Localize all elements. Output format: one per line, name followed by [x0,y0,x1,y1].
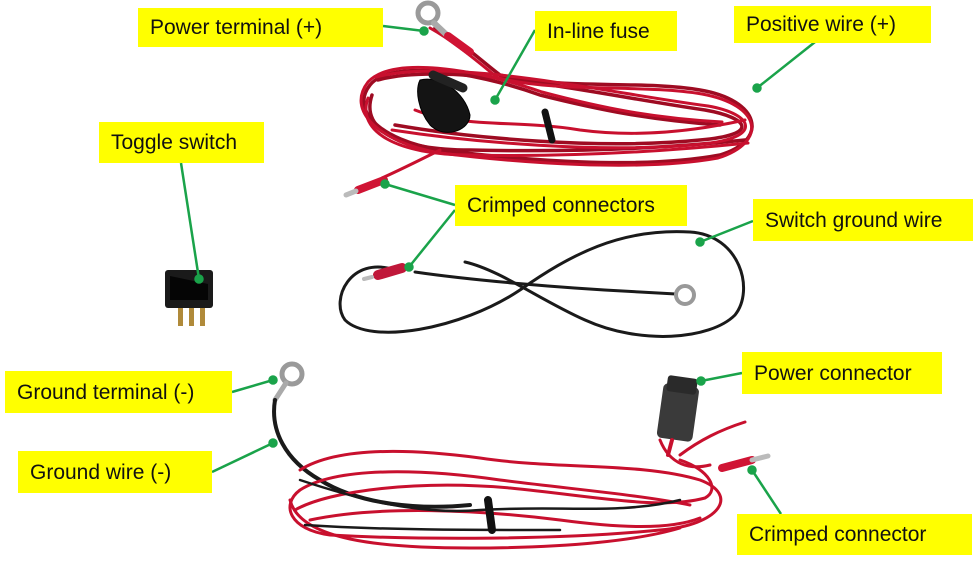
positive-wire-harness [343,0,754,198]
ground-power-harness [272,361,771,550]
leader-ground-terminal [231,378,274,394]
leader-crimped-connectors-b [408,209,456,268]
leader-positive-wire [756,41,816,89]
label-crimped-connectors: Crimped connectors [455,185,687,226]
label-crimped-connector: Crimped connector [737,514,972,555]
leader-inline-fuse [493,29,537,101]
leader-power-connector [700,371,743,383]
label-power-connector: Power connector [742,352,942,394]
switch-ground-wire-image [338,230,745,338]
leader-switch-ground-wire [699,219,754,244]
label-ground-wire: Ground wire (-) [18,451,212,493]
leader-crimped-connectors-a [384,182,456,207]
label-positive-wire: Positive wire (+) [734,6,931,43]
label-ground-terminal: Ground terminal (-) [5,371,232,413]
toggle-switch-image [165,270,213,326]
label-inline-fuse: In-line fuse [535,11,677,51]
leader-ground-wire [211,441,274,474]
leader-toggle-switch [179,162,201,280]
leader-crimped-connector [750,469,783,515]
label-power-terminal: Power terminal (+) [138,8,383,47]
leader-lines [179,24,816,515]
label-toggle-switch: Toggle switch [99,122,264,163]
label-switch-ground-wire: Switch ground wire [753,199,973,241]
leader-power-terminal [382,24,425,33]
